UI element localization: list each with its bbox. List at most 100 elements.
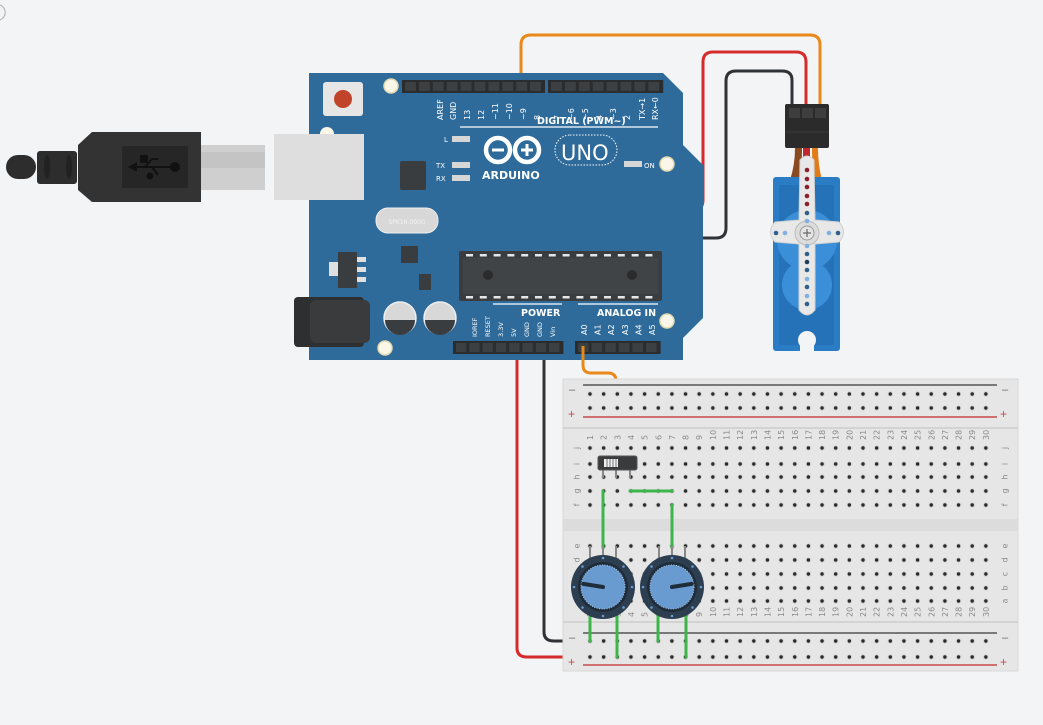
breadboard-hole[interactable]	[984, 406, 988, 410]
breadboard-hole[interactable]	[588, 655, 592, 659]
breadboard-hole[interactable]	[847, 446, 852, 450]
breadboard-hole[interactable]	[629, 392, 633, 396]
breadboard-hole[interactable]	[615, 392, 619, 396]
header-pin-socket[interactable]	[418, 82, 430, 91]
breadboard-hole[interactable]	[588, 475, 592, 479]
breadboard-hole[interactable]	[765, 446, 770, 450]
breadboard-hole[interactable]	[929, 586, 933, 590]
breadboard-hole[interactable]	[738, 599, 742, 603]
breadboard-hole[interactable]	[670, 462, 674, 466]
breadboard-hole[interactable]	[902, 392, 906, 396]
breadboard-hole[interactable]	[956, 406, 961, 410]
breadboard-hole[interactable]	[984, 639, 988, 643]
breadboard-hole[interactable]	[834, 406, 838, 410]
breadboard-hole[interactable]	[752, 475, 756, 479]
breadboard-hole[interactable]	[697, 544, 701, 548]
breadboard-hole[interactable]	[765, 406, 770, 410]
breadboard-hole[interactable]	[642, 475, 647, 479]
breadboard-hole[interactable]	[793, 544, 797, 548]
breadboard-hole[interactable]	[642, 392, 647, 396]
breadboard-hole[interactable]	[711, 599, 715, 603]
header-pin-socket[interactable]	[591, 343, 603, 352]
breadboard-hole[interactable]	[656, 475, 660, 479]
breadboard-hole[interactable]	[601, 639, 606, 643]
breadboard-hole[interactable]	[615, 446, 619, 450]
breadboard-hole[interactable]	[915, 489, 920, 493]
breadboard-hole[interactable]	[915, 655, 920, 659]
breadboard-hole[interactable]	[806, 475, 811, 479]
breadboard-hole[interactable]	[779, 446, 783, 450]
breadboard-hole[interactable]	[902, 655, 906, 659]
breadboard-hole[interactable]	[847, 462, 852, 466]
breadboard-hole[interactable]	[943, 639, 947, 643]
slide-switch[interactable]	[597, 455, 638, 478]
breadboard-hole[interactable]	[642, 544, 647, 548]
breadboard-hole[interactable]	[779, 392, 783, 396]
breadboard-hole[interactable]	[834, 446, 838, 450]
breadboard-hole[interactable]	[711, 586, 715, 590]
breadboard-hole[interactable]	[588, 489, 592, 493]
header-pin-socket[interactable]	[632, 343, 643, 352]
breadboard-hole[interactable]	[697, 639, 701, 643]
breadboard-hole[interactable]	[874, 503, 879, 507]
breadboard-hole[interactable]	[793, 558, 797, 562]
breadboard-hole[interactable]	[861, 586, 865, 590]
breadboard-hole[interactable]	[656, 446, 660, 450]
breadboard-hole[interactable]	[806, 503, 811, 507]
breadboard-hole[interactable]	[697, 406, 701, 410]
breadboard-hole[interactable]	[929, 446, 933, 450]
breadboard-hole[interactable]	[888, 639, 892, 643]
breadboard-hole[interactable]	[956, 572, 961, 576]
breadboard-hole[interactable]	[765, 489, 770, 493]
breadboard-hole[interactable]	[888, 406, 892, 410]
breadboard-hole[interactable]	[929, 392, 933, 396]
breadboard-hole[interactable]	[683, 406, 688, 410]
breadboard-hole[interactable]	[724, 586, 729, 590]
header-pin-socket[interactable]	[446, 82, 458, 91]
breadboard-hole[interactable]	[834, 475, 838, 479]
breadboard-hole[interactable]	[902, 544, 906, 548]
breadboard-hole[interactable]	[683, 475, 688, 479]
breadboard-hole[interactable]	[765, 544, 770, 548]
breadboard-hole[interactable]	[956, 639, 961, 643]
breadboard-hole[interactable]	[874, 639, 879, 643]
breadboard-hole[interactable]	[656, 392, 660, 396]
breadboard-hole[interactable]	[642, 639, 647, 643]
breadboard-hole[interactable]	[588, 406, 592, 410]
breadboard-hole[interactable]	[724, 599, 729, 603]
breadboard-hole[interactable]	[861, 655, 865, 659]
breadboard-hole[interactable]	[820, 489, 824, 493]
breadboard-hole[interactable]	[779, 475, 783, 479]
breadboard-hole[interactable]	[806, 544, 811, 548]
breadboard-hole[interactable]	[861, 489, 865, 493]
header-pin-socket[interactable]	[488, 82, 500, 91]
breadboard-hole[interactable]	[970, 503, 974, 507]
breadboard-hole[interactable]	[779, 503, 783, 507]
breadboard-hole[interactable]	[765, 586, 770, 590]
servo-motor[interactable]	[770, 104, 844, 352]
breadboard-hole[interactable]	[765, 572, 770, 576]
header-pin-socket[interactable]	[474, 82, 486, 91]
breadboard-hole[interactable]	[793, 462, 797, 466]
breadboard-hole[interactable]	[629, 655, 633, 659]
breadboard-hole[interactable]	[970, 639, 974, 643]
breadboard-hole[interactable]	[711, 572, 715, 576]
breadboard-hole[interactable]	[929, 558, 933, 562]
header-pin-socket[interactable]	[482, 343, 493, 352]
breadboard-hole[interactable]	[888, 392, 892, 396]
breadboard-hole[interactable]	[820, 406, 824, 410]
breadboard-hole[interactable]	[711, 655, 715, 659]
breadboard-hole[interactable]	[888, 503, 892, 507]
breadboard-hole[interactable]	[956, 544, 961, 548]
breadboard-hole[interactable]	[888, 462, 892, 466]
breadboard-hole[interactable]	[806, 572, 811, 576]
breadboard-hole[interactable]	[752, 446, 756, 450]
breadboard-hole[interactable]	[738, 639, 742, 643]
breadboard-hole[interactable]	[861, 572, 865, 576]
breadboard-hole[interactable]	[915, 392, 920, 396]
breadboard-hole[interactable]	[984, 462, 988, 466]
header-pin-socket[interactable]	[535, 343, 547, 352]
breadboard-hole[interactable]	[629, 544, 633, 548]
breadboard-hole[interactable]	[834, 639, 838, 643]
breadboard-hole[interactable]	[847, 558, 852, 562]
